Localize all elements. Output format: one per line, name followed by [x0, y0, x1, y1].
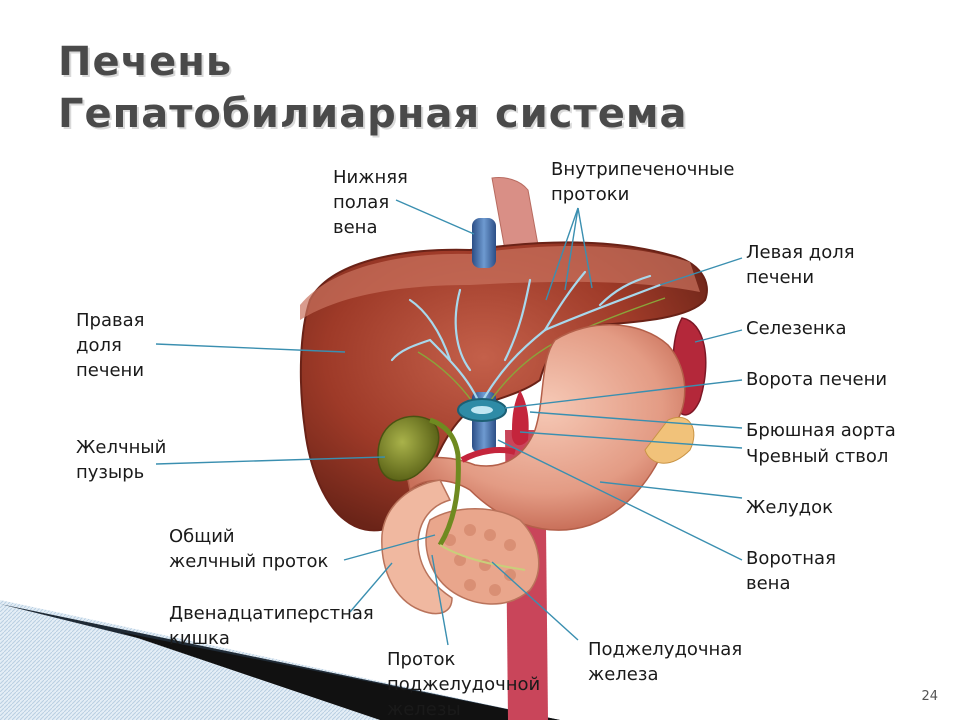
gallbladder: [377, 415, 440, 482]
splenic-artery: [460, 447, 516, 463]
inferior-vena-cava: [472, 218, 496, 268]
intrahepatic-ducts-tree: [390, 270, 662, 407]
label-pancreas: Поджелудочная железа: [588, 639, 743, 685]
liver-rim: [300, 245, 700, 320]
duodenum: [381, 479, 453, 615]
label-stomach: Желудок: [746, 497, 833, 518]
leader-duodenum: [349, 562, 393, 613]
leader-right-lobe: [155, 343, 346, 353]
label-left-lobe: Левая доля печени: [746, 242, 855, 288]
leader-cbd: [343, 534, 436, 561]
label-ivc: Нижняя полая вена: [333, 167, 408, 238]
slide-title: Печень Гепатобилиарная система: [58, 36, 688, 140]
leader-spleen: [694, 329, 743, 343]
label-abdominal-aorta: Брюшная аорта: [746, 420, 896, 441]
leader-ivc: [395, 199, 475, 235]
label-intrahepatic-ducts: Внутрипеченочные протоки: [551, 159, 735, 205]
leader-pancreas: [491, 561, 579, 641]
pancreatic-duct: [439, 544, 526, 571]
label-spleen: Селезенка: [746, 318, 847, 339]
label-celiac-trunk: Чревный ствол: [746, 446, 889, 467]
leader-gallbladder: [155, 456, 386, 465]
label-right-lobe: Правая доля печени: [76, 310, 145, 381]
pancreas-texture: [444, 524, 516, 596]
leader-aorta: [529, 411, 743, 429]
label-portal-vein: Воротная вена: [746, 548, 836, 594]
leader-stomach: [599, 481, 743, 499]
omentum-fat: [644, 416, 695, 464]
leader-portal-vein: [497, 439, 743, 561]
label-pancreatic-duct: Проток поджелудочной железы: [387, 649, 541, 720]
title-line-1: Печень: [58, 39, 233, 85]
esophagus: [491, 177, 539, 251]
label-common-bile-duct: Общий желчный проток: [169, 526, 329, 572]
leader-ducts-2: [564, 207, 579, 291]
porta-hepatis-lumen: [471, 406, 493, 414]
common-bile-duct: [429, 417, 461, 547]
leader-pancreatic-duct: [431, 554, 449, 646]
leader-celiac: [519, 431, 743, 449]
label-gallbladder: Желчный пузырь: [76, 437, 167, 483]
leader-ducts-1: [545, 207, 579, 301]
leader-lines: [155, 199, 743, 646]
label-porta-hepatis: Ворота печени: [746, 369, 888, 390]
leader-left-lobe: [659, 257, 743, 286]
title-line-2: Гепатобилиарная система: [58, 91, 688, 137]
celiac-trunk: [511, 390, 529, 446]
label-duodenum: Двенадцатиперстная кишка: [169, 603, 374, 649]
page-number: 24: [921, 689, 938, 704]
leader-porta: [504, 379, 743, 409]
leader-ducts-3: [577, 207, 593, 289]
